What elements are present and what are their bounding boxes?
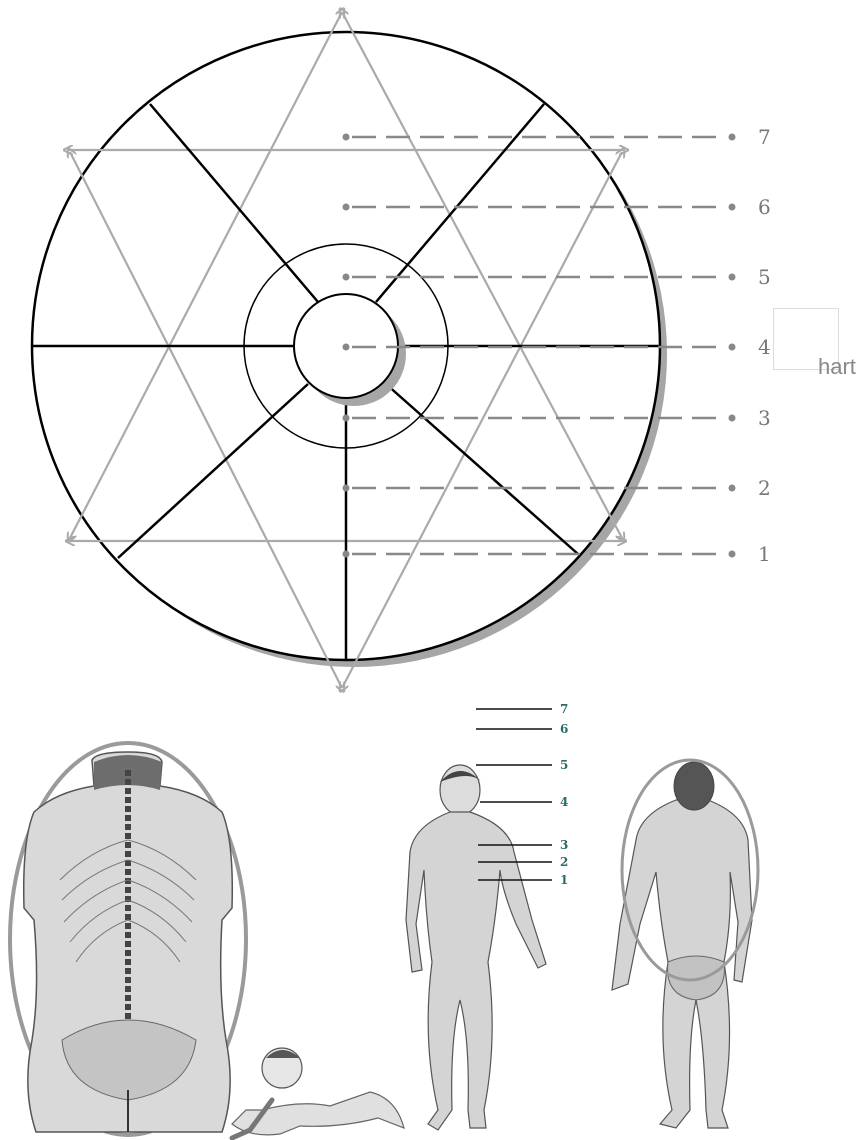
baby-body [232, 1092, 404, 1135]
man-back-head [674, 762, 714, 810]
back-spine-anatomy-icon [10, 743, 246, 1135]
figure-marker-number: 7 [560, 702, 568, 716]
level-dot-outer [729, 344, 736, 351]
level-dot-outer [729, 551, 736, 558]
figure-marker-number: 3 [560, 838, 568, 852]
level-dot-outer [729, 415, 736, 422]
figure-marker-number: 1 [560, 873, 568, 887]
level-dot-inner [343, 274, 350, 281]
level-dot-outer [729, 274, 736, 281]
figure-marker-number: 5 [560, 758, 568, 772]
level-dot-inner [343, 204, 350, 211]
level-number: 2 [758, 476, 771, 500]
man-front-body [406, 812, 546, 1130]
level-dot-inner [343, 551, 350, 558]
figure-marker-number: 4 [560, 795, 568, 809]
level-number: 1 [758, 542, 771, 566]
level-dot-inner [343, 485, 350, 492]
level-dot-outer [729, 204, 736, 211]
figure-marker-7: 7 [476, 702, 568, 716]
level-dot-inner [343, 415, 350, 422]
level-number: 7 [758, 125, 771, 149]
level-dot-outer [729, 485, 736, 492]
standing-man-back-icon [612, 760, 758, 1128]
figure-marker-4: 4 [480, 795, 568, 809]
level-number: 3 [758, 406, 771, 430]
crawling-baby-icon [232, 1048, 404, 1138]
figure-marker-number: 6 [560, 722, 568, 736]
level-number: 6 [758, 195, 771, 219]
level-number: 5 [758, 265, 771, 289]
standing-man-front-icon: 1 2 3 4 5 6 7 [406, 702, 568, 1130]
figure-marker-5: 5 [476, 758, 568, 772]
level-dot-inner [343, 134, 350, 141]
figure-marker-6: 6 [476, 722, 568, 736]
level-dot-inner [343, 344, 350, 351]
figure-marker-number: 2 [560, 855, 568, 869]
level-number: 4 [758, 335, 771, 359]
level-dot-outer [729, 134, 736, 141]
